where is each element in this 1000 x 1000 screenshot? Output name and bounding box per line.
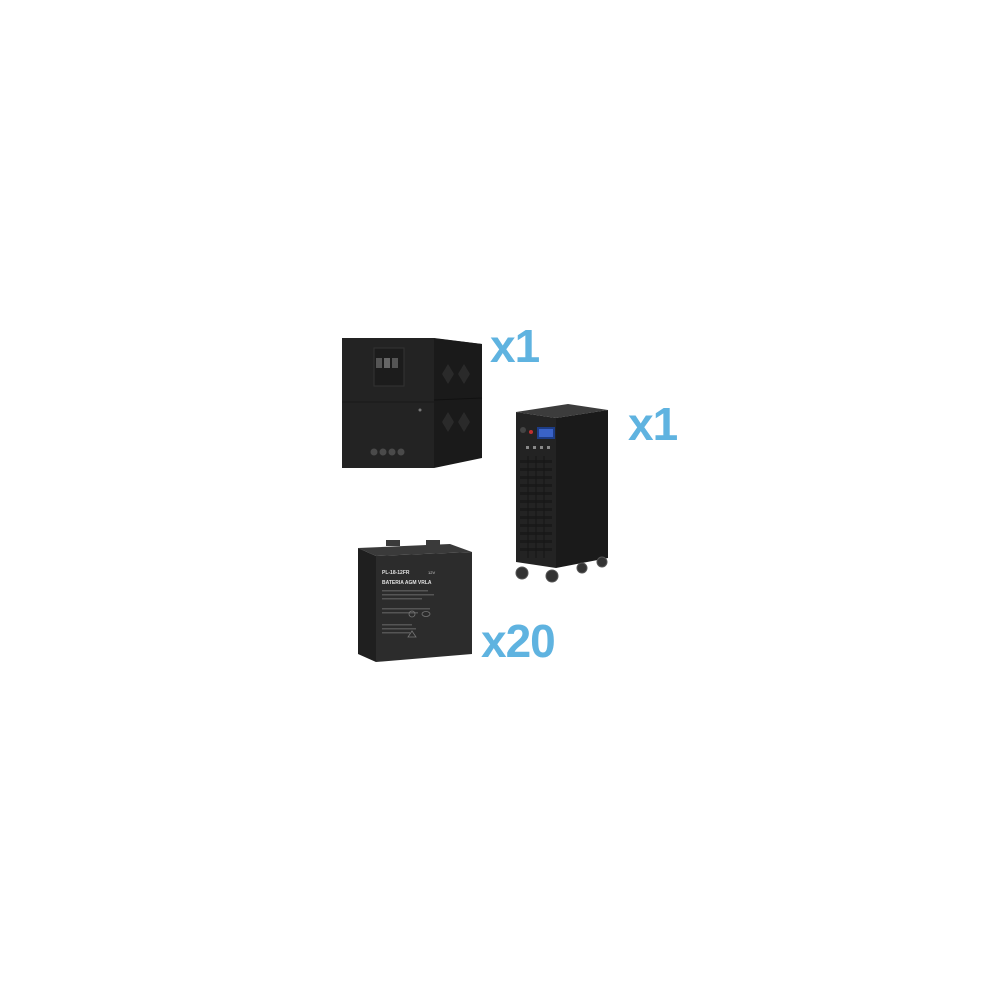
transformer-image: [342, 338, 483, 468]
battery-quantity-label: x20: [481, 615, 556, 667]
battery-voltage-text: 12V: [428, 570, 435, 575]
battery-type-text: BATERIA AGM VRLA: [382, 580, 432, 586]
battery-model-text: PL-18-12FR: [382, 570, 410, 576]
battery-image: PL-18-12FR 12V BATERIA AGM VRLA: [358, 540, 472, 662]
transformer-quantity-label: x1: [490, 320, 540, 372]
battery-label: PL-18-12FR 12V BATERIA AGM VRLA: [382, 570, 435, 586]
ups-quantity-label: x1: [628, 398, 678, 450]
ups-image: [515, 404, 608, 583]
